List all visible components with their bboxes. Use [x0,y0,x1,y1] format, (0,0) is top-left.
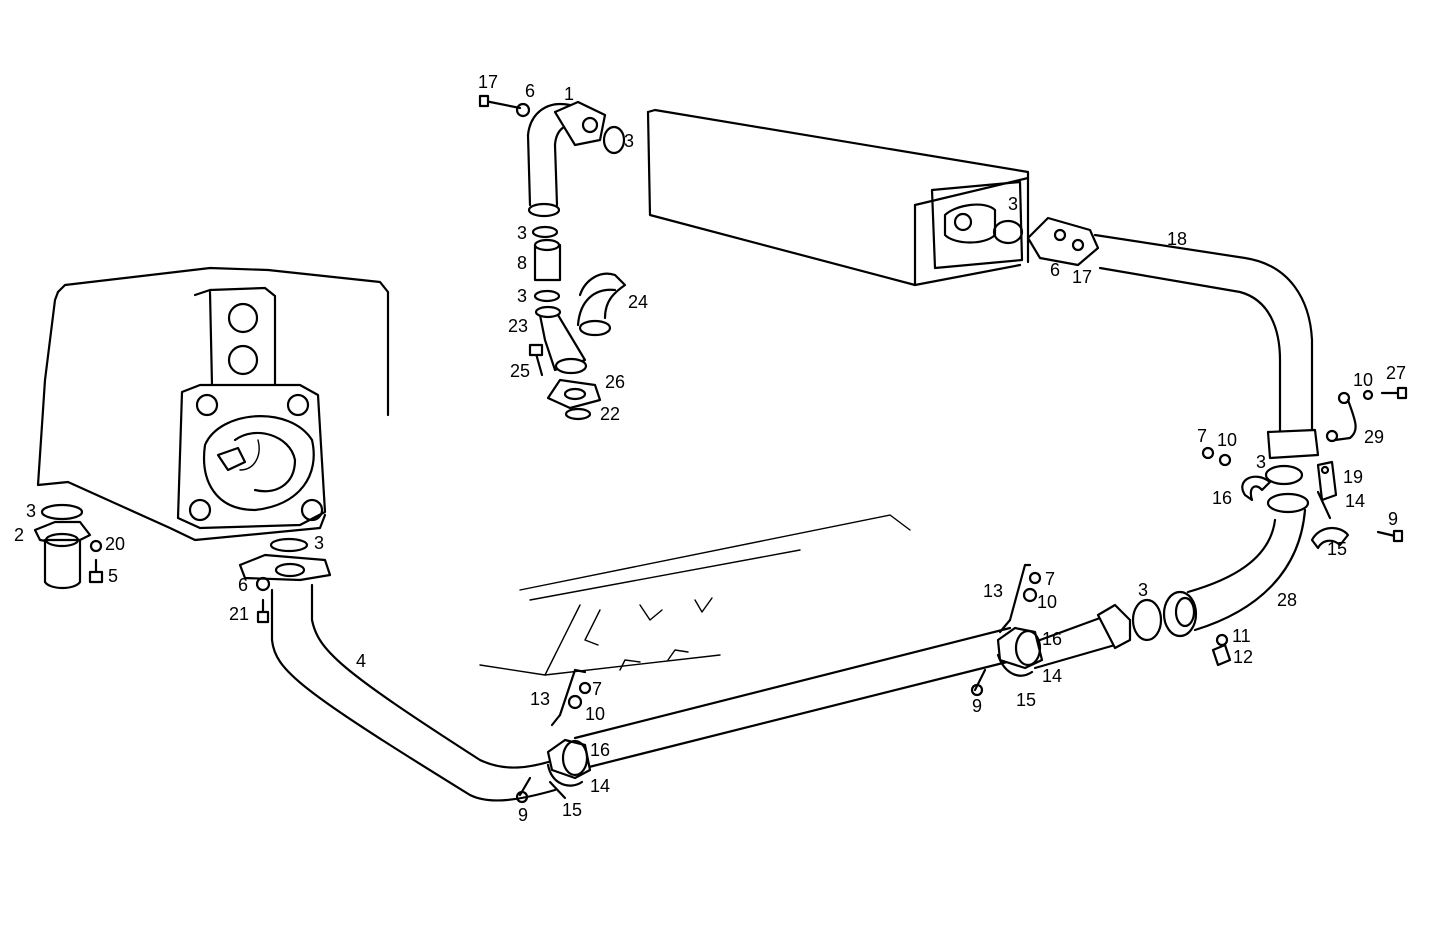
callout-3-elbow: 3 [624,131,634,151]
callout-3-clamp: 3 [1256,452,1266,472]
callout-11: 11 [1232,626,1251,646]
callout-22: 22 [600,404,620,424]
callout-21: 21 [229,604,249,624]
engine-block-middle [479,514,911,676]
callout-26: 26 [605,372,625,392]
callout-19: 19 [1343,467,1363,487]
callout-7-right: 7 [1045,569,1055,589]
callout-9-right: 9 [972,696,982,716]
callout-14-left: 14 [590,776,610,796]
callout-3-tank: 3 [1008,194,1018,214]
callout-10-mid: 10 [1217,430,1237,450]
callout-3-flange: 3 [314,533,324,553]
clamp-assembly-left [515,668,592,804]
callout-3-lower: 3 [517,286,527,306]
pipe-main [573,590,1198,770]
left-loose-parts [33,503,309,624]
callout-24: 24 [628,292,648,312]
callout-29: 29 [1364,427,1384,447]
callout-4: 4 [356,651,366,671]
callout-27: 27 [1386,363,1406,383]
heat-exchanger-tank [646,108,1030,287]
callout-14-upper: 14 [1345,491,1365,511]
callout-6-left: 6 [238,575,248,595]
callout-23: 23 [508,316,528,336]
callout-7-upper: 7 [1197,426,1207,446]
callout-16-upper: 16 [1212,488,1232,508]
pipe-18 [992,216,1320,460]
callout-labels: 17 6 1 3 3 3 8 3 24 23 25 26 22 18 6 17 … [14,72,1406,825]
clamp-assembly-right [970,563,1044,697]
callout-12: 12 [1233,647,1253,667]
callout-5: 5 [108,566,118,586]
callout-15-left: 15 [562,800,582,820]
callout-18: 18 [1167,229,1187,249]
callout-14-right: 14 [1042,666,1062,686]
callout-9-left: 9 [518,805,528,825]
elbow-1 [478,94,626,218]
callout-3-joint: 3 [1138,580,1148,600]
callout-8: 8 [517,253,527,273]
callout-2: 2 [14,525,24,545]
clamp-assembly-upper-right [1201,386,1408,667]
callout-15-right: 15 [1016,690,1036,710]
callout-16-right: 16 [1042,629,1062,649]
callout-9-upper: 9 [1388,509,1398,529]
callout-25: 25 [510,361,530,381]
callout-10-left: 10 [585,704,605,724]
pipe-4 [238,553,557,802]
callout-3-upper: 3 [517,223,527,243]
callout-17-tank: 17 [1072,267,1092,287]
callout-7-left: 7 [592,679,602,699]
callout-10-right: 10 [1037,592,1057,612]
callout-20: 20 [105,534,125,554]
callout-6-tank: 6 [1050,260,1060,280]
pipe-28 [1186,492,1310,632]
engine-housing-left [36,266,390,542]
stacked-parts [528,225,627,421]
callout-15-upper: 15 [1327,539,1347,559]
callout-16-left: 16 [590,740,610,760]
callout-10-upper: 10 [1353,370,1373,390]
callout-13-left: 13 [530,689,550,709]
callout-13-right: 13 [983,581,1003,601]
callout-17-top: 17 [478,72,498,92]
callout-3-left: 3 [26,501,36,521]
callout-28: 28 [1277,590,1297,610]
callout-1: 1 [564,84,574,104]
callout-6-top: 6 [525,81,535,101]
